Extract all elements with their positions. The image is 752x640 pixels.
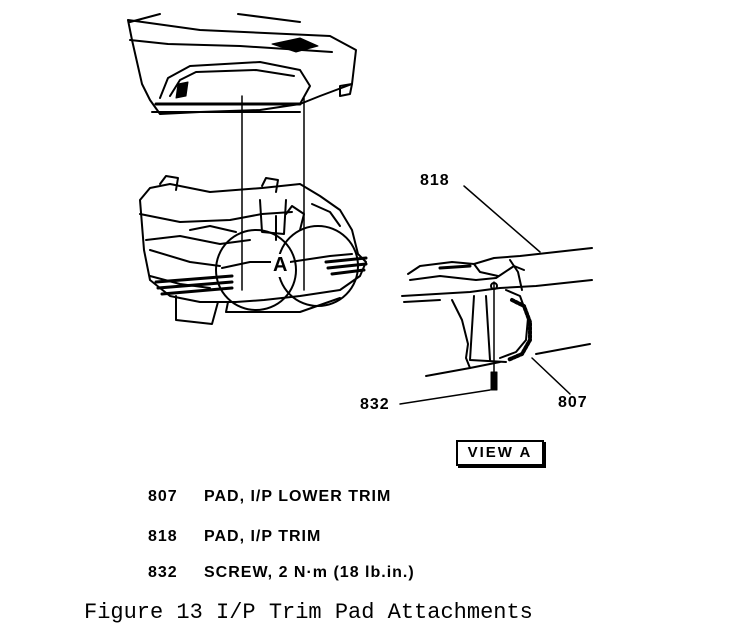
instrument-panel-drawing — [139, 175, 368, 325]
legend-description: SCREW, 2 N·m (18 lb.in.) — [204, 564, 415, 581]
view-a-detail-drawing — [401, 247, 593, 391]
figure-caption: Figure 13 I/P Trim Pad Attachments — [84, 600, 533, 625]
legend-row: 818 PAD, I/P TRIM — [148, 528, 321, 546]
legend-number: 807 — [148, 488, 178, 505]
leader-lines — [399, 185, 571, 405]
alignment-lines — [241, 95, 305, 291]
view-a-label: VIEW A — [456, 440, 544, 466]
legend-number: 832 — [148, 564, 178, 581]
callout-818: 818 — [420, 172, 450, 189]
callout-807: 807 — [558, 394, 588, 411]
legend-description: PAD, I/P LOWER TRIM — [204, 488, 392, 505]
legend-row: 832 SCREW, 2 N·m (18 lb.in.) — [148, 564, 415, 582]
view-a-callout: A — [271, 254, 291, 277]
callout-832: 832 — [360, 396, 390, 413]
upper-trim-pad-drawing — [127, 13, 357, 115]
legend-number: 818 — [148, 528, 178, 545]
legend-description: PAD, I/P TRIM — [204, 528, 322, 545]
legend-row: 807 PAD, I/P LOWER TRIM — [148, 488, 391, 506]
